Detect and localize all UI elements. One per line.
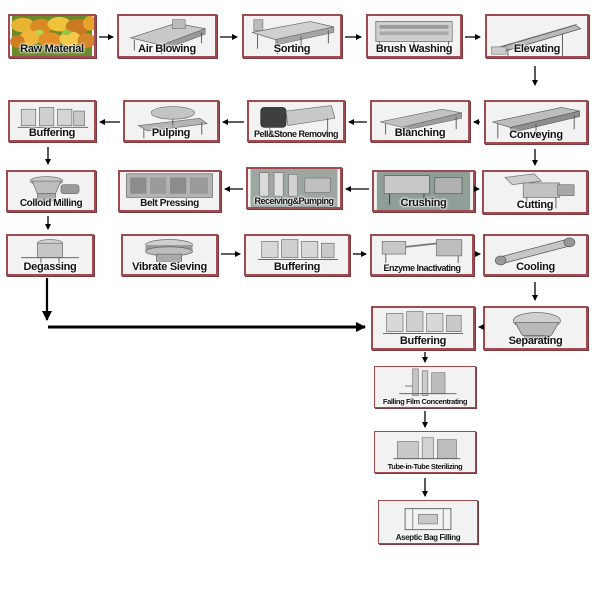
step-blanching: Blanching xyxy=(370,100,470,142)
step-label: Elevating xyxy=(513,43,561,55)
step-cutting: Cutting xyxy=(482,170,588,214)
step-enzyme-inactivating: Enzyme Inactivating xyxy=(370,234,474,276)
produce-image xyxy=(10,16,94,56)
step-label: Belt Pressing xyxy=(140,198,199,209)
step-label: Buffering xyxy=(28,127,76,139)
step-crushing: Crushing xyxy=(372,170,475,212)
step-label: Conveying xyxy=(509,129,563,141)
step-label: Falling Film Concentrating xyxy=(382,397,468,406)
step-label: Pulping xyxy=(151,127,191,139)
machine-image xyxy=(21,239,79,265)
step-label: Separating xyxy=(508,335,563,347)
step-label: Aseptic Bag Filling xyxy=(395,533,461,542)
step-buffering-1: Buffering xyxy=(8,100,96,142)
machine-image xyxy=(250,169,338,207)
machine-image xyxy=(380,108,462,135)
machine-image xyxy=(376,172,471,210)
machine-image xyxy=(129,19,207,55)
step-label: Degassing xyxy=(23,261,77,273)
step-air-blowing: Air Blowing xyxy=(117,14,217,58)
machine-image xyxy=(29,176,80,202)
machine-image xyxy=(504,173,575,209)
step-colloid-milling: Colloid Milling xyxy=(6,170,96,212)
step-brush-washing: Brush Washing xyxy=(366,14,462,58)
machine-image xyxy=(491,23,582,56)
step-label: Brush Washing xyxy=(375,43,453,55)
step-label: Tube-in-Tube Sterilizing xyxy=(387,462,463,471)
machine-image xyxy=(260,105,336,137)
machine-image xyxy=(126,173,213,198)
machine-image xyxy=(399,368,457,396)
machine-image xyxy=(492,107,580,139)
machine-image xyxy=(512,312,561,341)
step-label: Pell&Stone Removing xyxy=(253,129,339,139)
step-buffering-3: Buffering xyxy=(371,306,475,350)
step-aseptic-bag-filling: Aseptic Bag Filling xyxy=(378,500,478,544)
step-label: Colloid Milling xyxy=(19,198,83,209)
machine-image xyxy=(393,437,461,460)
step-label: Enzyme Inactivating xyxy=(383,263,461,273)
step-tube-in-tube-sterilizing: Tube-in-Tube Sterilizing xyxy=(374,431,476,473)
step-belt-pressing: Belt Pressing xyxy=(118,170,221,212)
step-falling-film-concentrating: Falling Film Concentrating xyxy=(374,366,476,408)
step-buffering-2: Buffering xyxy=(244,234,350,276)
step-vibrate-sieving: Vibrate Sieving xyxy=(121,234,218,276)
machine-image xyxy=(17,107,89,128)
step-label: Raw Material xyxy=(20,43,84,55)
machine-image xyxy=(251,19,335,55)
step-label: Blanching xyxy=(394,127,446,139)
step-conveying: Conveying xyxy=(484,100,588,144)
step-peel-stone-removing: Pell&Stone Removing xyxy=(247,100,345,142)
machine-image xyxy=(404,508,452,531)
machine-image xyxy=(375,21,453,53)
step-cooling: Cooling xyxy=(483,234,588,276)
machine-image xyxy=(383,311,463,334)
step-degassing: Degassing xyxy=(6,234,94,276)
step-sorting: Sorting xyxy=(242,14,342,58)
step-label: Buffering xyxy=(273,261,321,273)
machine-image xyxy=(494,237,576,266)
step-label: Buffering xyxy=(399,335,447,347)
machine-image xyxy=(381,239,463,264)
machine-image xyxy=(258,239,338,260)
step-raw-material: Raw Material xyxy=(8,14,96,58)
step-label: Crushing xyxy=(400,197,447,209)
step-elevating: Elevating xyxy=(485,14,589,58)
step-separating: Separating xyxy=(483,306,588,350)
machine-image xyxy=(145,239,193,262)
step-label: Cooling xyxy=(516,261,555,273)
step-label: Cutting xyxy=(516,199,554,211)
step-label: Air Blowing xyxy=(138,43,196,55)
step-pulping: Pulping xyxy=(123,100,219,142)
step-label: Receiving&Pumping xyxy=(254,196,334,206)
step-receiving-pumping: Receiving&Pumping xyxy=(246,167,342,209)
step-label: Vibrate Sieving xyxy=(132,261,207,273)
step-label: Sorting xyxy=(273,43,311,55)
machine-image xyxy=(137,106,209,139)
